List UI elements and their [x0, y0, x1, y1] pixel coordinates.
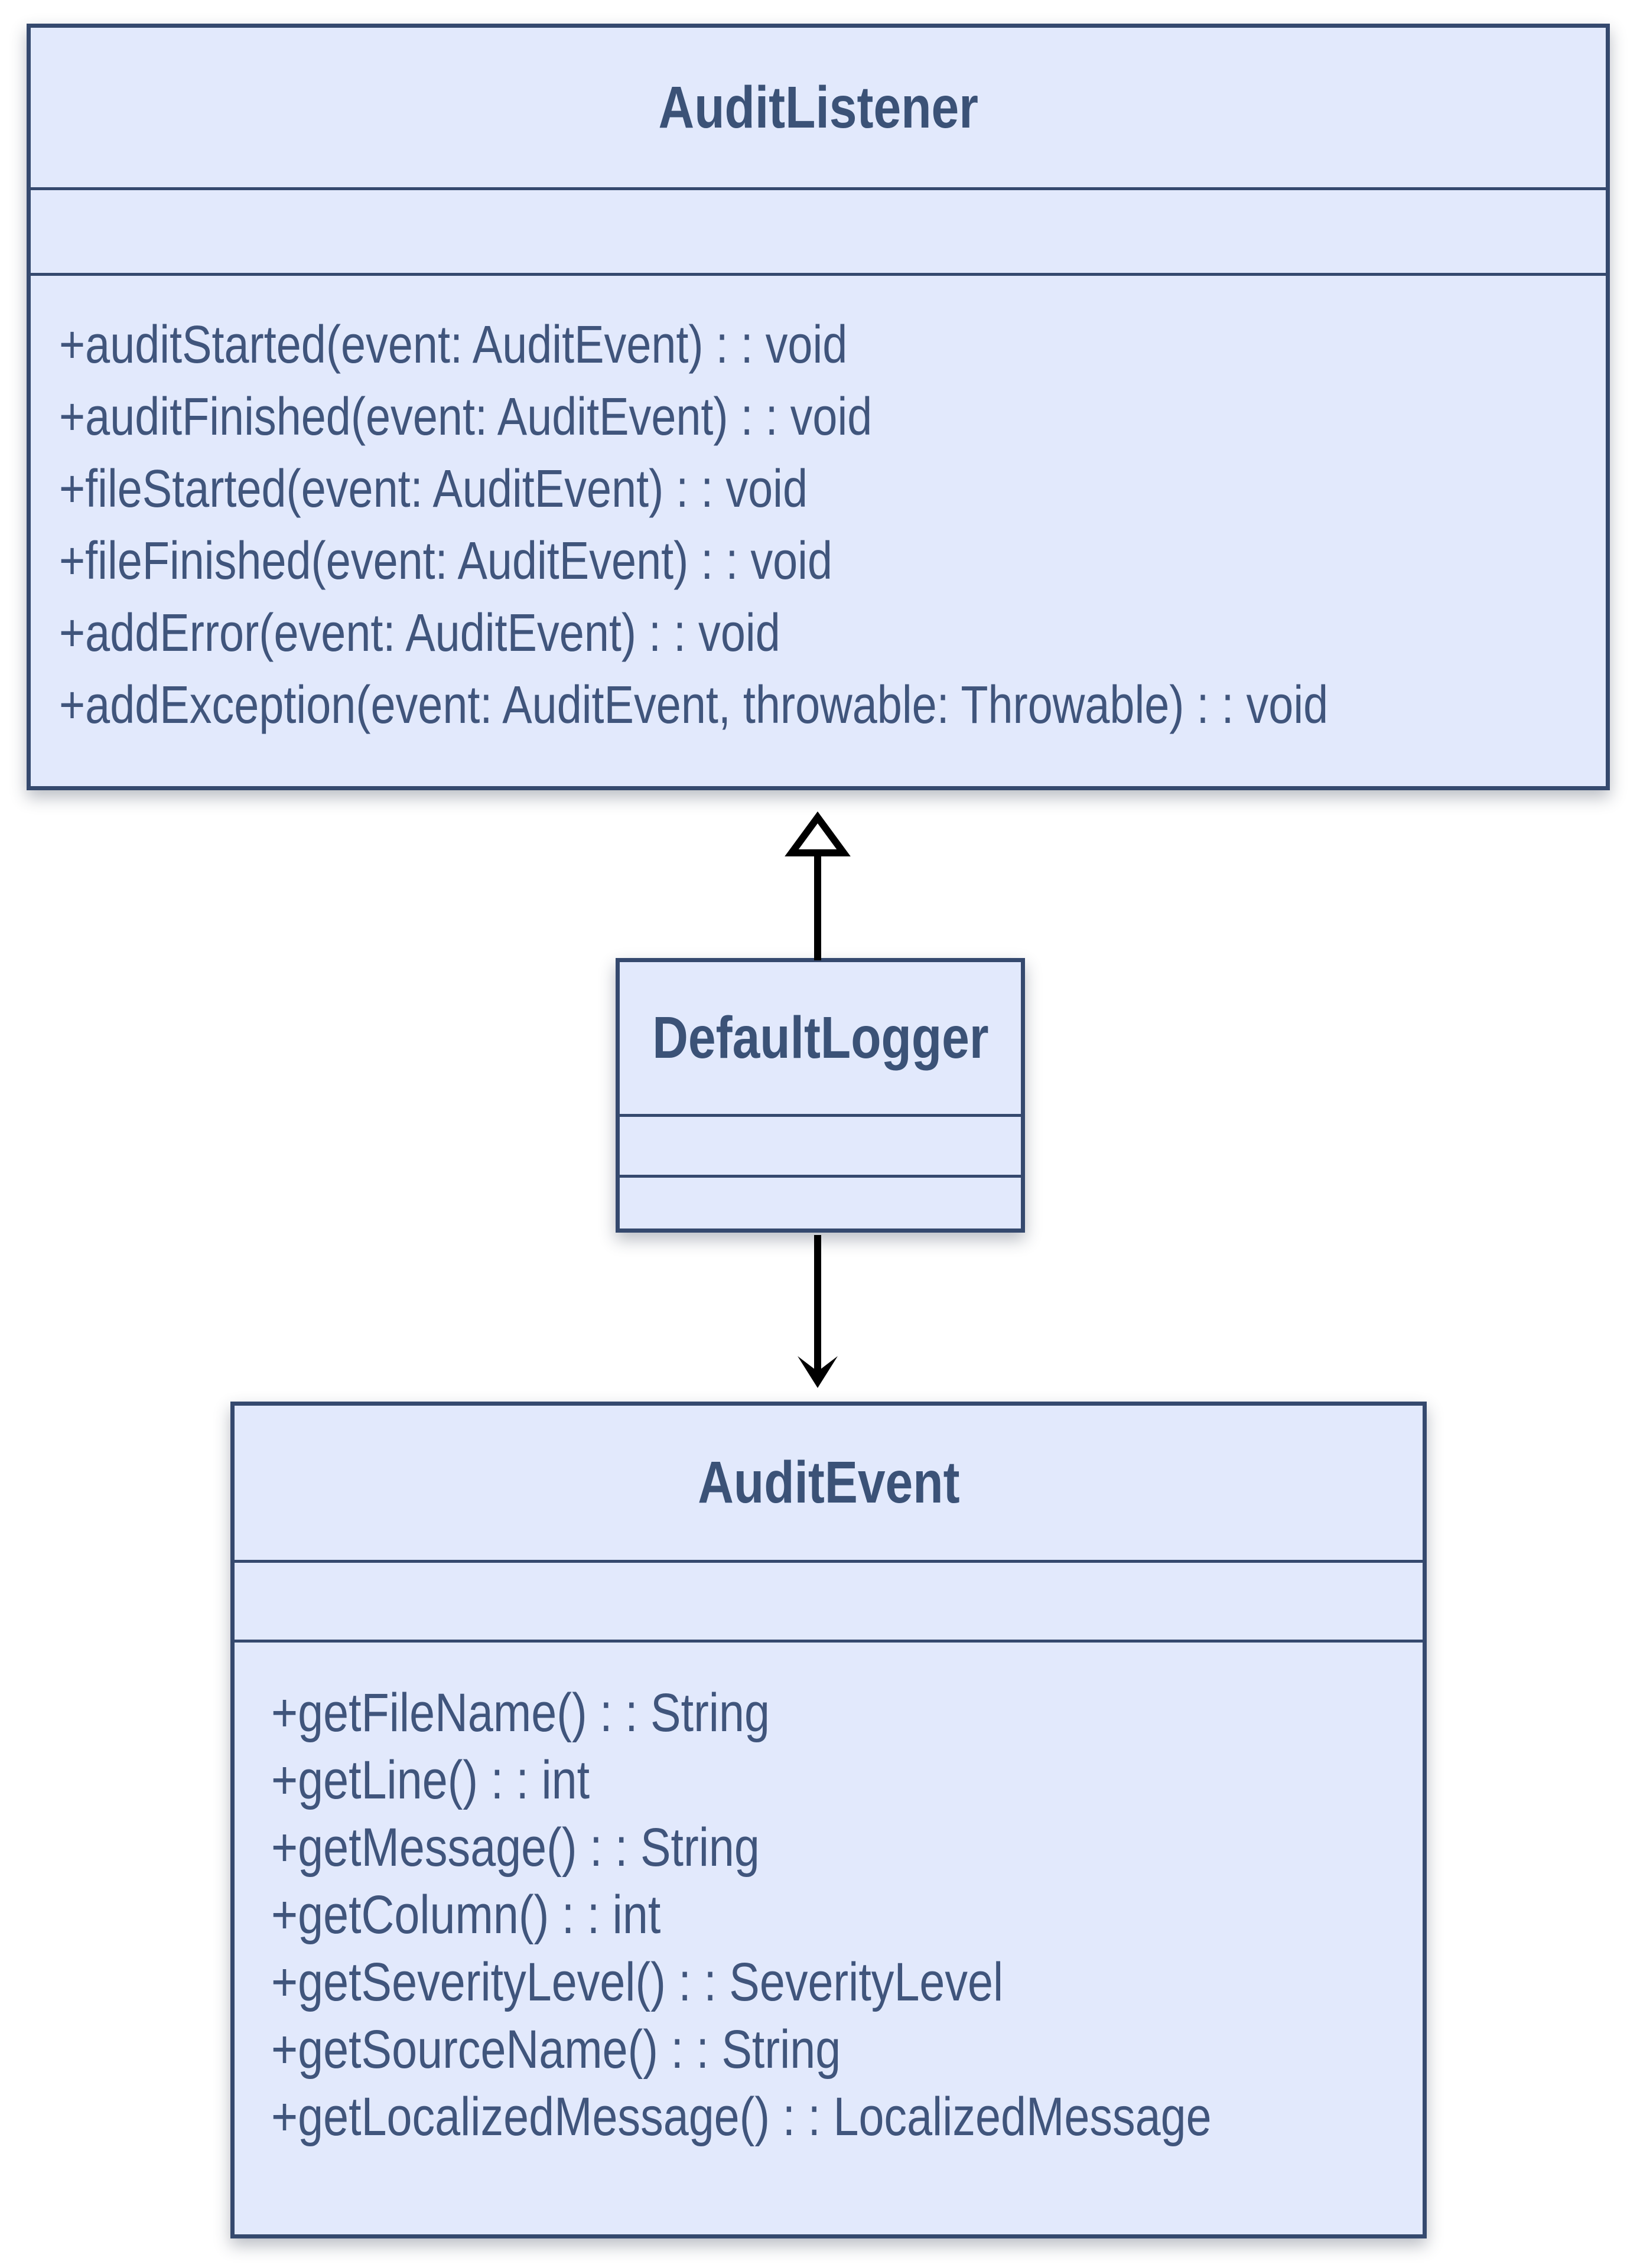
- method-signature-text: +fileFinished(event: AuditEvent) : : voi…: [59, 532, 833, 591]
- class-box-auditevent: AuditEvent +getFileName() : : String+get…: [230, 1402, 1427, 2238]
- method-signature-text: +fileStarted(event: AuditEvent) : : void: [59, 460, 808, 519]
- method-row: +auditStarted(event: AuditEvent) : : voi…: [59, 309, 1606, 381]
- method-signature-text: +getSeverityLevel() : : SeverityLevel: [271, 1952, 1004, 2012]
- method-row: +getSeverityLevel() : : SeverityLevel: [271, 1948, 1423, 2016]
- method-signature-text: +getSourceName() : : String: [271, 2019, 841, 2080]
- method-row: +fileStarted(event: AuditEvent) : : void: [59, 453, 1606, 525]
- attributes-compartment-empty: [620, 1114, 1021, 1175]
- method-row: +getFileName() : : String: [271, 1679, 1423, 1746]
- class-name-auditevent: AuditEvent: [697, 1449, 960, 1516]
- class-name-defaultlogger: DefaultLogger: [652, 1005, 989, 1071]
- method-row: +addException(event: AuditEvent, throwab…: [59, 669, 1606, 741]
- attributes-compartment-empty: [235, 1560, 1423, 1640]
- method-row: +getSourceName() : : String: [271, 2016, 1423, 2083]
- class-box-defaultlogger: DefaultLogger: [616, 958, 1025, 1233]
- method-row: +getMessage() : : String: [271, 1814, 1423, 1881]
- method-signature-text: +getMessage() : : String: [271, 1817, 760, 1878]
- methods-compartment: +getFileName() : : String +getLine() : : …: [235, 1640, 1423, 2234]
- method-signature-text: +auditStarted(event: AuditEvent) : : voi…: [59, 315, 848, 374]
- method-signature-text: +getLocalizedMessage() : : LocalizedMess…: [271, 2087, 1212, 2147]
- method-row: +addError(event: AuditEvent) : : void: [59, 597, 1606, 669]
- method-signature-text: +auditFinished(event: AuditEvent) : : vo…: [59, 387, 873, 447]
- method-row: +auditFinished(event: AuditEvent) : : vo…: [59, 381, 1606, 453]
- method-row: +getLine() : : int: [271, 1746, 1423, 1814]
- class-title-compartment: DefaultLogger: [620, 962, 1021, 1114]
- method-signature-text: +getColumn() : : int: [271, 1885, 661, 1945]
- method-signature-text: +getFileName() : : String: [271, 1683, 770, 1743]
- realization-arrow-defaultlogger-to-auditlistener: [785, 811, 851, 960]
- method-signature-text: +getLine() : : int: [271, 1750, 590, 1810]
- method-row: +fileFinished(event: AuditEvent) : : voi…: [59, 525, 1606, 597]
- stealth-arrowhead: [798, 1356, 838, 1388]
- class-box-auditlistener: AuditListener +auditStarted(event: Audit…: [27, 24, 1610, 790]
- methods-compartment: +auditStarted(event: AuditEvent) : : voi…: [31, 273, 1606, 786]
- method-signature-text: +addException(event: AuditEvent, throwab…: [59, 676, 1329, 735]
- methods-compartment-empty: [620, 1175, 1021, 1228]
- method-signature-text: +addError(event: AuditEvent) : : void: [59, 604, 780, 663]
- association-arrow-defaultlogger-to-auditevent: [798, 1235, 838, 1388]
- hollow-triangle-arrowhead: [785, 811, 851, 856]
- class-title-compartment: AuditEvent: [235, 1406, 1423, 1560]
- attributes-compartment-empty: [31, 187, 1606, 273]
- class-title-compartment: AuditListener: [31, 28, 1606, 187]
- method-row: +getColumn() : : int: [271, 1881, 1423, 1948]
- class-name-auditlistener: AuditListener: [658, 74, 978, 141]
- method-row: +getLocalizedMessage() : : LocalizedMess…: [271, 2083, 1423, 2150]
